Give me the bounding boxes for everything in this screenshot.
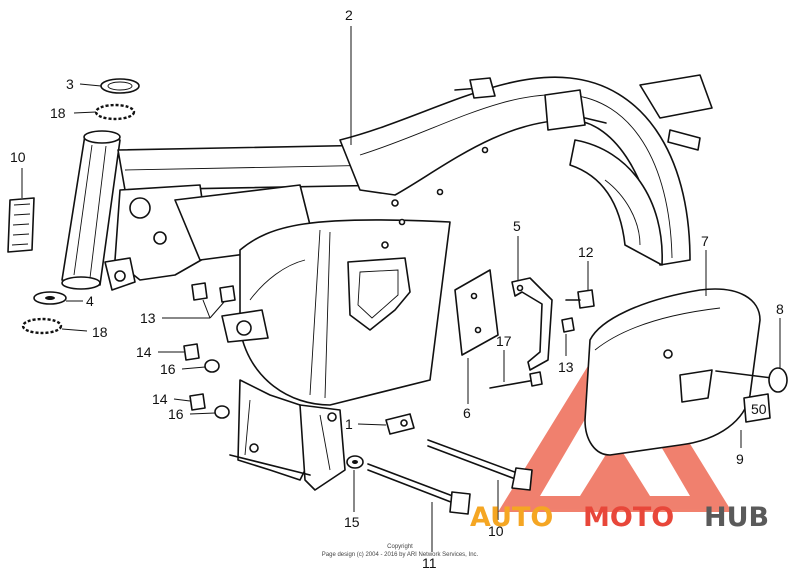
emblem-plate: 50	[743, 393, 771, 423]
callout-10-bottom: 10	[488, 523, 504, 539]
callout-14-top: 14	[136, 344, 152, 360]
long-bolt-10	[427, 439, 533, 491]
bracket	[511, 277, 553, 371]
callout-4: 4	[86, 293, 94, 309]
steel-balls-18-bottom	[21, 317, 63, 335]
cover-knob	[715, 367, 788, 393]
frame-number-plate	[7, 197, 35, 253]
callout-10-left: 10	[10, 149, 26, 165]
watermark-hub: HUB	[704, 502, 769, 533]
bolt-17	[489, 371, 543, 389]
washers-16	[204, 359, 230, 419]
mounting-plate	[454, 269, 499, 356]
nuts-14	[183, 343, 206, 411]
callout-8: 8	[776, 301, 784, 317]
washer-15	[346, 455, 364, 469]
long-bolt-11	[367, 463, 471, 515]
bearing-race-3	[100, 78, 140, 94]
callout-13-right: 13	[558, 359, 574, 375]
callout-14-bottom: 14	[152, 391, 168, 407]
watermark-triangle	[498, 322, 732, 512]
emblem-text: 50	[751, 401, 767, 417]
callout-2: 2	[345, 7, 353, 23]
callout-13-left: 13	[140, 310, 156, 326]
watermark-logo: AUTO MOTO HUB	[470, 502, 769, 533]
watermark-moto: MOTO	[583, 502, 674, 533]
callout-16-bottom: 16	[168, 406, 184, 422]
steel-balls-18-top	[94, 103, 136, 121]
callout-7: 7	[701, 233, 709, 249]
callout-12: 12	[578, 244, 594, 260]
callout-15: 15	[344, 514, 360, 530]
copyright-line-2: Page design (c) 2004 - 2016 by ARI Netwo…	[322, 552, 479, 558]
copyright-line-1: Copyright	[387, 544, 413, 550]
callout-18-top: 18	[50, 105, 66, 121]
callout-6: 6	[463, 405, 471, 421]
clip-1	[385, 413, 415, 435]
callout-3: 3	[66, 76, 74, 92]
nuts-13-left	[191, 282, 236, 303]
nut-13-right	[561, 317, 575, 333]
main-frame	[61, 74, 713, 491]
bearing-race-4	[33, 291, 67, 305]
leader-lines	[21, 26, 781, 552]
bolt-12	[565, 289, 595, 309]
callout-16-top: 16	[160, 361, 176, 377]
callout-1: 1	[345, 416, 353, 432]
callout-labels: 2 3 18 10 4 18 13 14 16 14 16 1 15 11 10…	[10, 7, 784, 571]
side-cover	[584, 288, 761, 456]
callout-17: 17	[496, 333, 512, 349]
copyright-note: Copyright Page design (c) 2004 - 2016 by…	[322, 544, 479, 558]
callout-9: 9	[736, 451, 744, 467]
watermark-auto: AUTO	[470, 502, 553, 533]
callout-18-bottom: 18	[92, 324, 108, 340]
callout-11: 11	[422, 555, 437, 571]
callout-5: 5	[513, 218, 521, 234]
